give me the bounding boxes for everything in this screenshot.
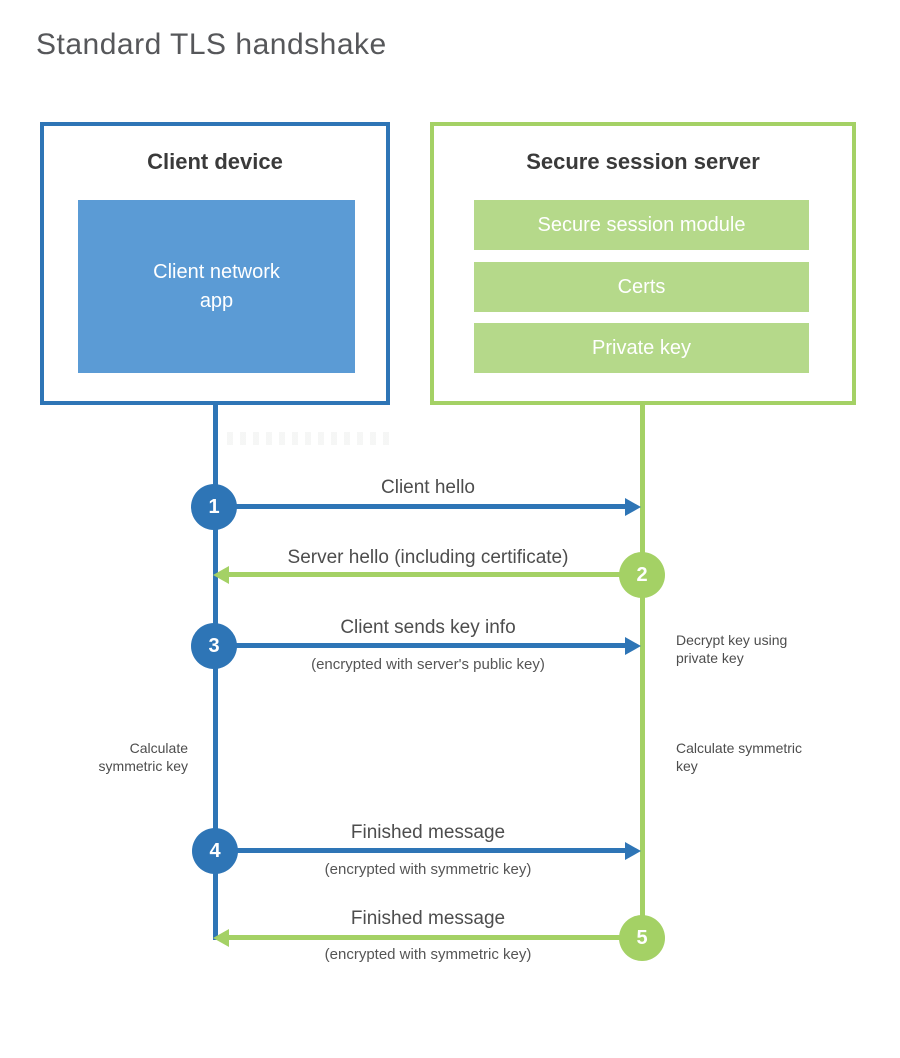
step-4-marker: 4 bbox=[192, 828, 238, 874]
step-5-arrowhead-icon bbox=[213, 929, 229, 947]
step-2-number: 2 bbox=[636, 563, 648, 586]
step-1-label: Client hello bbox=[381, 477, 475, 498]
step-2-marker: 2 bbox=[619, 552, 665, 598]
client-device-heading: Client device bbox=[147, 149, 283, 174]
step-4-label: Finished message bbox=[350, 822, 506, 843]
server-module-secure-session: Secure session module bbox=[474, 200, 809, 250]
step-3-marker: 3 bbox=[191, 623, 237, 669]
step-1-marker: 1 bbox=[191, 484, 237, 530]
client-network-app-block: Client network app bbox=[78, 200, 355, 373]
step-5-sublabel: (encrypted with symmetric key) bbox=[324, 946, 532, 963]
page-title: Standard TLS handshake bbox=[36, 28, 387, 61]
step-4-arrow-line bbox=[216, 848, 626, 853]
step-1-arrow-line bbox=[216, 504, 626, 509]
server-module-label: Certs bbox=[617, 275, 666, 298]
step-2-arrowhead-icon bbox=[213, 566, 229, 584]
step-5-arrow-line bbox=[229, 935, 641, 940]
note-decrypt-key: Decrypt key using private key bbox=[676, 632, 788, 667]
server-lifeline bbox=[640, 405, 645, 940]
note-calculate-symmetric-key-server: Calculate symmetric key bbox=[676, 740, 803, 775]
server-module-label: Private key bbox=[592, 336, 691, 359]
step-3-sublabel: (encrypted with server's public key) bbox=[311, 656, 545, 673]
server-module-private-key: Private key bbox=[474, 323, 809, 373]
step-1-number: 1 bbox=[208, 495, 220, 518]
secure-session-server-heading: Secure session server bbox=[526, 149, 760, 174]
step-3-arrow-line bbox=[216, 643, 626, 648]
client-lifeline bbox=[213, 405, 218, 940]
step-1-arrowhead-icon bbox=[625, 498, 641, 516]
step-5-number: 5 bbox=[636, 926, 648, 949]
step-3-number: 3 bbox=[208, 634, 220, 657]
client-network-app-label: Client network app bbox=[153, 260, 280, 312]
step-2-label: Server hello (including certificate) bbox=[287, 547, 569, 568]
step-2-arrow-line bbox=[229, 572, 641, 577]
step-4-arrowhead-icon bbox=[625, 842, 641, 860]
step-4-sublabel: (encrypted with symmetric key) bbox=[324, 861, 532, 878]
server-module-label: Secure session module bbox=[537, 213, 746, 236]
server-module-certs: Certs bbox=[474, 262, 809, 312]
step-4-number: 4 bbox=[209, 839, 221, 862]
step-3-arrowhead-icon bbox=[625, 637, 641, 655]
step-5-marker: 5 bbox=[619, 915, 665, 961]
faint-artifact bbox=[227, 432, 392, 445]
step-5-label: Finished message bbox=[350, 908, 506, 929]
step-3-label: Client sends key info bbox=[340, 617, 516, 638]
note-calculate-symmetric-key-client: Calculate symmetric key bbox=[98, 740, 188, 775]
